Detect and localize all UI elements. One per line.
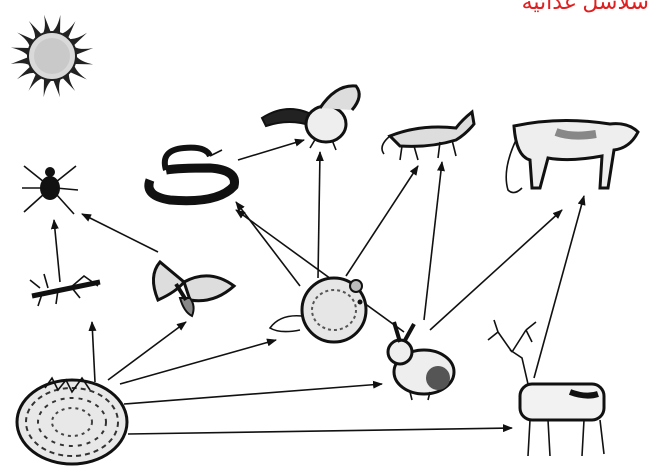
bush-icon: [15, 376, 129, 466]
sun-ray: [74, 46, 94, 55]
owl-icon: [260, 84, 361, 151]
arrows-layer: [50, 138, 586, 435]
sun-ray: [61, 21, 76, 39]
deer-icon: [487, 319, 606, 457]
sun-ray: [16, 66, 36, 80]
arrow-bush-to-butterfly: [107, 321, 187, 381]
arrow-grasshopper-to-spider: [50, 219, 61, 283]
arrow-deer-to-cougar: [533, 195, 586, 379]
sun-ray: [17, 32, 35, 47]
sun-ray: [69, 65, 87, 80]
arrow-snake-to-owl: [237, 138, 305, 161]
sun-icon: [10, 14, 94, 98]
fox-icon: [381, 109, 476, 161]
arrow-rabbit-to-fox: [423, 161, 445, 321]
arrow-mouse-to-owl: [315, 151, 324, 279]
snake-icon: [144, 144, 239, 206]
arrow-rabbit-to-cougar: [429, 209, 563, 331]
rabbit-icon: [386, 321, 456, 401]
spider-icon: [22, 165, 79, 215]
sun-ray: [28, 73, 43, 91]
arrow-bush-to-deer: [127, 424, 513, 435]
mouse-icon: [268, 276, 368, 344]
sun-ray: [10, 57, 30, 66]
sun-ray: [62, 72, 76, 92]
arrow-mouse-to-fox: [345, 165, 419, 277]
sun-ray: [43, 78, 52, 98]
arrow-bush-to-grasshopper: [88, 321, 97, 383]
page-title: سلاسل غذائية: [521, 0, 649, 15]
cougar-icon: [505, 118, 640, 194]
arrow-bush-to-rabbit: [123, 380, 383, 405]
sun-ray: [42, 14, 51, 34]
grasshopper-icon: [29, 273, 101, 307]
arrow-butterfly-to-spider: [81, 213, 159, 253]
sun-ray: [74, 56, 94, 65]
arrow-rabbit-to-snake: [235, 209, 405, 333]
sun-ray: [28, 20, 42, 40]
butterfly-icon: [152, 259, 237, 318]
sun-ray: [53, 78, 62, 98]
sun-ray: [10, 47, 30, 56]
arrow-bush-to-mouse: [119, 338, 277, 385]
sun-ray: [52, 14, 61, 34]
arrow-mouse-to-snake: [235, 201, 301, 287]
sun-ray: [68, 32, 88, 46]
